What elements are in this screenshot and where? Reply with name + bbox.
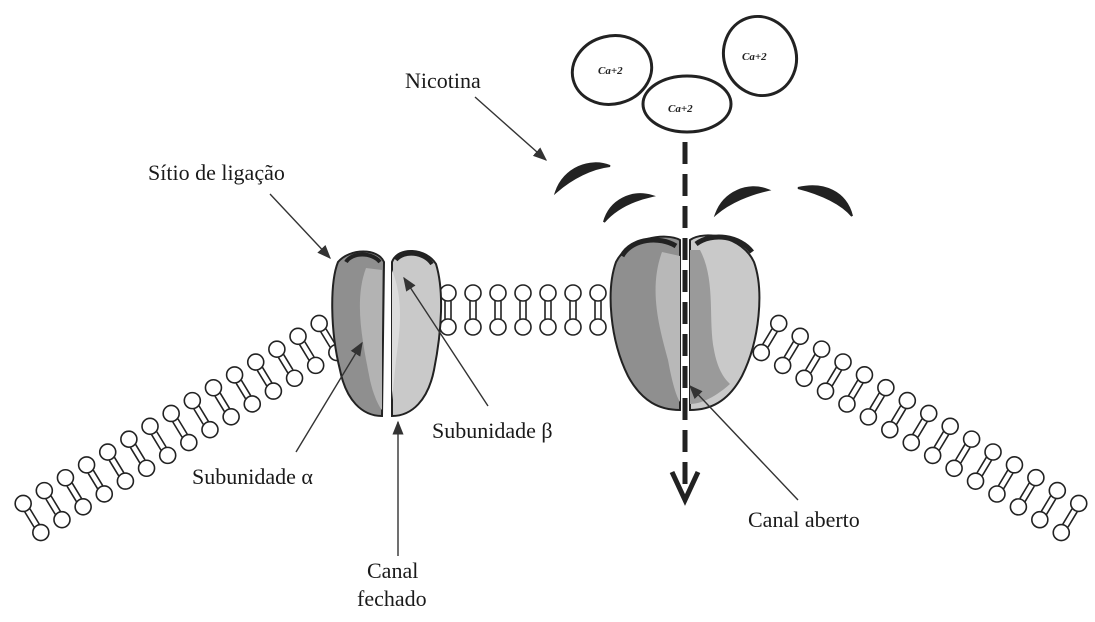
lipid-head — [882, 422, 898, 438]
lipid-head — [269, 341, 285, 357]
pointer-canal-aberto — [690, 386, 798, 500]
lipid-head — [839, 396, 855, 412]
lipid-head — [1053, 525, 1069, 541]
lipid-head — [1049, 483, 1065, 499]
lipid-head — [244, 396, 260, 412]
lipid-head — [515, 285, 531, 301]
lipid-head — [818, 383, 834, 399]
label-subunidade-alpha: Subunidade α — [192, 464, 313, 490]
lipid-head — [15, 495, 31, 511]
lipid-head — [223, 409, 239, 425]
lipid-head — [290, 328, 306, 344]
lipid-head — [490, 285, 506, 301]
lipid-head — [202, 422, 218, 438]
lipid-head — [79, 457, 95, 473]
lipid-head — [57, 470, 73, 486]
lipid-head — [205, 380, 221, 396]
ion-label: Ca+2 — [598, 65, 623, 77]
label-canal-aberto: Canal aberto — [748, 507, 860, 533]
lipid-head — [860, 409, 876, 425]
lipid-head — [540, 319, 556, 335]
lipid-head — [440, 319, 456, 335]
lipid-head — [771, 315, 787, 331]
lipid-head — [985, 444, 1001, 460]
lipid-head — [753, 345, 769, 361]
label-canal-fechado-line1: Canal — [367, 558, 418, 584]
lipid-head — [248, 354, 264, 370]
lipid-head — [139, 460, 155, 476]
nicotine-molecule — [716, 187, 768, 214]
lipid-head — [540, 285, 556, 301]
lipid-head — [308, 357, 324, 373]
lipid-head — [490, 319, 506, 335]
lipid-head — [54, 512, 70, 528]
lipid-head — [565, 285, 581, 301]
lipid-head — [100, 444, 116, 460]
lipid-head — [1010, 499, 1026, 515]
pointer-nicotina — [475, 97, 546, 160]
pointer-sitio — [270, 194, 330, 258]
nicotine-molecule — [604, 194, 652, 222]
lipid-head — [117, 473, 133, 489]
lipid-head — [878, 380, 894, 396]
calcium-ions: Ca+2 Ca+2 Ca+2 — [565, 6, 808, 132]
lipid-head — [775, 357, 791, 373]
lipid-head — [75, 499, 91, 515]
lipid-head — [903, 435, 919, 451]
lipid-head — [184, 393, 200, 409]
lipid-head — [311, 315, 327, 331]
lipid-head — [835, 354, 851, 370]
lipid-head — [227, 367, 243, 383]
lipid-head — [287, 370, 303, 386]
lipid-head — [465, 285, 481, 301]
lipid-head — [440, 285, 456, 301]
lipid-head — [565, 319, 581, 335]
ion-label: Ca+2 — [668, 103, 693, 115]
closed-channel — [332, 251, 441, 416]
label-subunidade-beta: Subunidade β — [432, 418, 553, 444]
lipid-head — [964, 431, 980, 447]
lipid-head — [921, 405, 937, 421]
lipid-head — [181, 435, 197, 451]
lipid-head — [36, 483, 52, 499]
lipid-head — [1028, 470, 1044, 486]
lipid-head — [96, 486, 112, 502]
lipid-head — [796, 370, 812, 386]
ion-label: Ca+2 — [742, 51, 767, 63]
lipid-head — [163, 405, 179, 421]
nicotine-molecule — [798, 186, 852, 216]
label-nicotina: Nicotina — [405, 68, 481, 94]
lipid-head — [942, 418, 958, 434]
lipid-head — [899, 393, 915, 409]
label-canal-fechado-line2: fechado — [357, 586, 427, 612]
lipid-head — [856, 367, 872, 383]
lipid-head — [989, 486, 1005, 502]
lipid-head — [814, 341, 830, 357]
lipid-bilayer — [15, 285, 1087, 541]
lipid-head — [33, 525, 49, 541]
lipid-head — [1006, 457, 1022, 473]
lipid-head — [515, 319, 531, 335]
lipid-head — [121, 431, 137, 447]
lipid-head — [590, 285, 606, 301]
lipid-head — [968, 473, 984, 489]
nicotine-molecule — [556, 163, 610, 192]
lipid-head — [792, 328, 808, 344]
lipid-head — [925, 447, 941, 463]
lipid-head — [142, 418, 158, 434]
beta-subunit — [392, 251, 441, 416]
lipid-head — [160, 447, 176, 463]
lipid-head — [265, 383, 281, 399]
lipid-head — [1032, 512, 1048, 528]
label-sitio-de-ligacao: Sítio de ligação — [148, 160, 285, 186]
lipid-head — [946, 460, 962, 476]
lipid-head — [465, 319, 481, 335]
lipid-head — [590, 319, 606, 335]
lipid-head — [1071, 495, 1087, 511]
nicotine-molecules — [556, 163, 852, 222]
